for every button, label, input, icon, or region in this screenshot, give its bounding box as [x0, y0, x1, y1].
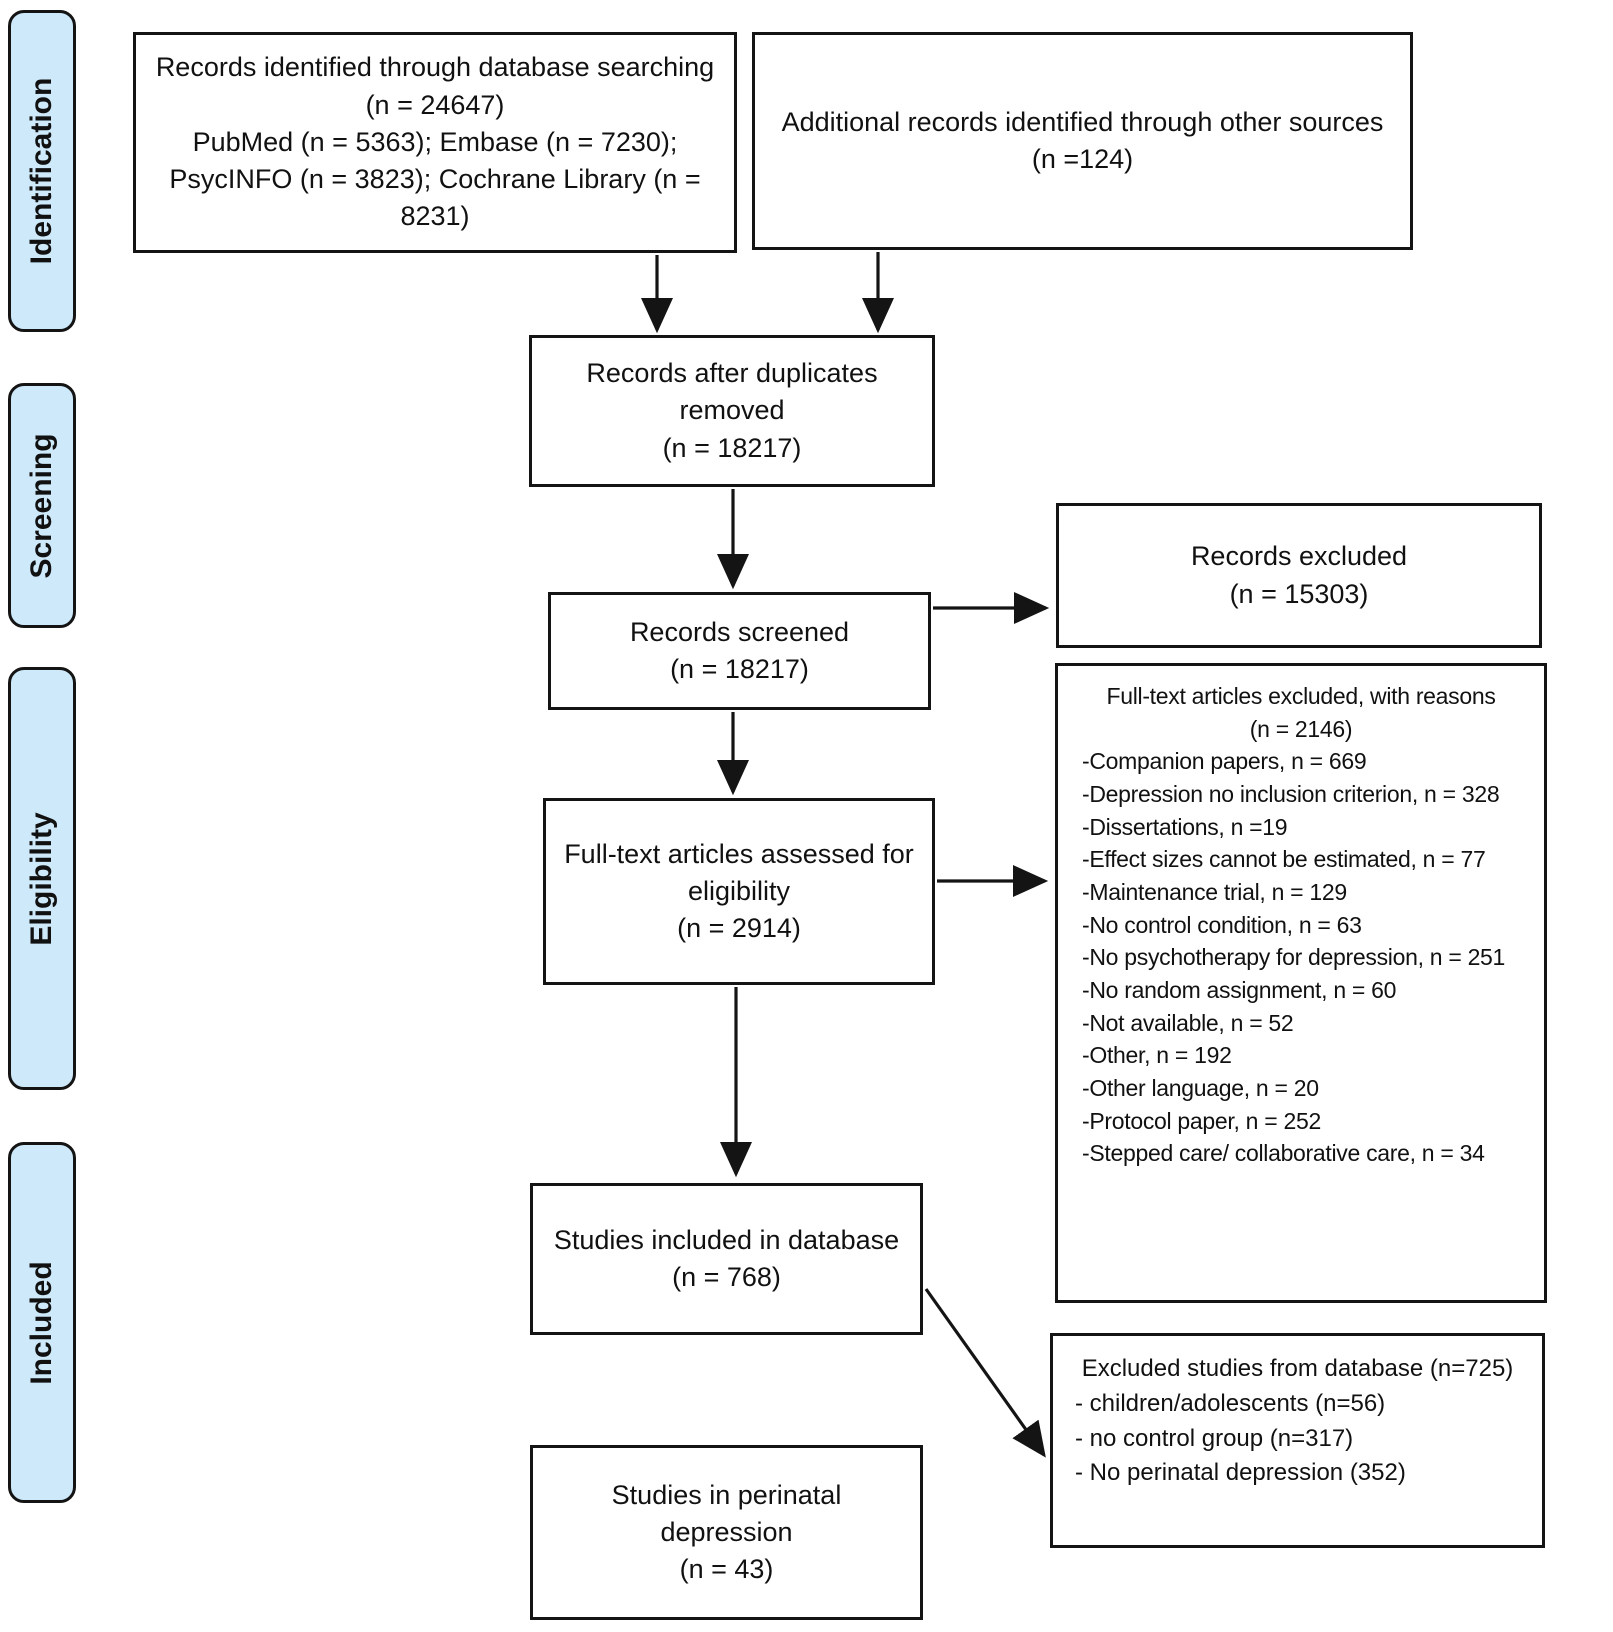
box-heading: Excluded studies from database (n=725)	[1081, 1355, 1514, 1382]
list-item: -No random assignment, n = 60	[1082, 976, 1397, 1003]
list-item: -Other language, n = 20	[1082, 1074, 1319, 1101]
box-records-screened: Records screened (n = 18217)	[548, 592, 931, 710]
box-text: Additional records identified through ot…	[781, 106, 1384, 174]
box-text: Records screened (n = 18217)	[629, 616, 850, 684]
stage-label-screening: Screening	[8, 383, 76, 628]
stage-label-text: Screening	[25, 432, 58, 579]
exclusion-reasons-list: -Companion papers, n = 669 -Depression no…	[1068, 745, 1534, 1170]
stage-label-text: Eligibility	[25, 811, 58, 946]
list-item: -Stepped care/ collaborative care, n = 3…	[1082, 1140, 1485, 1167]
box-duplicates-removed: Records after duplicates removed (n = 18…	[529, 335, 935, 487]
box-text: Records after duplicates removed (n = 18…	[586, 358, 878, 463]
list-item: -No control condition, n = 63	[1082, 911, 1362, 938]
box-records-identified: Records identified through database sear…	[133, 32, 737, 253]
list-item: -Other, n = 192	[1082, 1042, 1232, 1069]
list-item: -Maintenance trial, n = 129	[1082, 878, 1347, 905]
list-item: - children/adolescents (n=56)	[1075, 1389, 1386, 1417]
stage-label-identification: Identification	[8, 10, 76, 332]
box-additional-records: Additional records identified through ot…	[752, 32, 1413, 250]
box-fulltext-assessed: Full-text articles assessed for eligibil…	[543, 798, 935, 985]
exclusion-reasons-list: - children/adolescents (n=56) - no contro…	[1063, 1387, 1532, 1491]
box-text: Studies in perinatal depression (n = 43)	[611, 1479, 842, 1585]
stage-label-eligibility: Eligibility	[8, 667, 76, 1090]
stage-label-text: Identification	[25, 77, 58, 265]
box-text: Studies included in database (n = 768)	[553, 1224, 900, 1292]
box-heading: Full-text articles excluded, with reason…	[1106, 683, 1496, 742]
arrow-included-to-db-excluded	[924, 1288, 1046, 1458]
stage-label-included: Included	[8, 1142, 76, 1503]
list-item: -Companion papers, n = 669	[1082, 748, 1367, 775]
box-studies-perinatal-depression: Studies in perinatal depression (n = 43)	[530, 1445, 923, 1620]
list-item: - no control group (n=317)	[1075, 1424, 1354, 1452]
box-text: Records identified through database sear…	[155, 52, 715, 232]
list-item: -Effect sizes cannot be estimated, n = 7…	[1082, 846, 1486, 873]
box-text: Full-text articles assessed for eligibil…	[564, 838, 914, 944]
list-item: -Depression no inclusion criterion, n = …	[1082, 780, 1500, 807]
box-excluded-from-database: Excluded studies from database (n=725) -…	[1050, 1333, 1545, 1548]
list-item: -Dissertations, n =19	[1082, 813, 1288, 840]
box-records-excluded: Records excluded (n = 15303)	[1056, 503, 1542, 648]
list-item: -Not available, n = 52	[1082, 1009, 1294, 1036]
list-item: - No perinatal depression (352)	[1075, 1459, 1406, 1487]
box-text: Records excluded (n = 15303)	[1190, 541, 1408, 609]
list-item: -No psychotherapy for depression, n = 25…	[1082, 944, 1506, 971]
box-studies-included-database: Studies included in database (n = 768)	[530, 1183, 923, 1335]
list-item: -Protocol paper, n = 252	[1082, 1107, 1321, 1134]
box-fulltext-excluded: Full-text articles excluded, with reason…	[1055, 663, 1547, 1303]
stage-label-text: Included	[25, 1260, 58, 1385]
